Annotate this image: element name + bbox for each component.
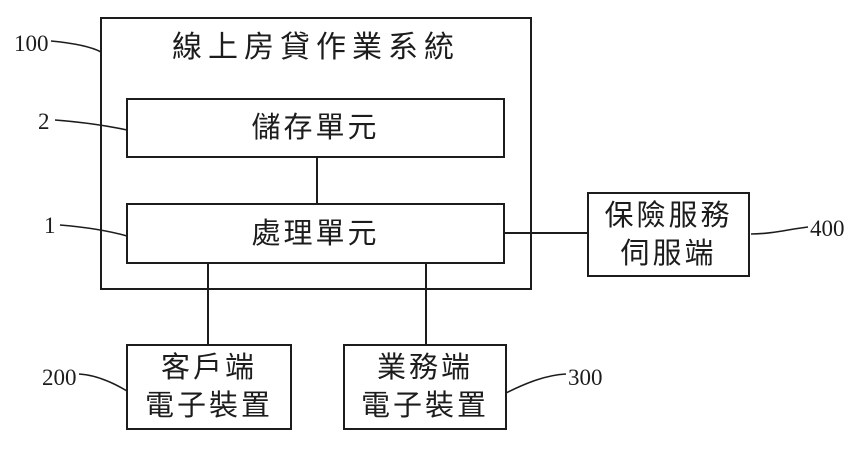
processing-unit-box: 處理單元 xyxy=(126,203,505,264)
storage-unit-label: 儲存單元 xyxy=(251,112,380,144)
business-device-label-line1: 業務端 xyxy=(376,352,473,384)
processing-unit-label: 處理單元 xyxy=(251,217,380,250)
storage-unit-box: 儲存單元 xyxy=(126,98,505,158)
online-mortgage-system-box: 線上房貸作業系統 xyxy=(100,17,532,290)
leader-line-1 xyxy=(59,224,128,237)
leader-line-400 xyxy=(750,226,809,235)
leader-line-300 xyxy=(505,373,567,394)
client-device-label-line1: 客戶端 xyxy=(160,352,257,384)
ref-label-1: 1 xyxy=(44,213,56,238)
ref-label-2: 2 xyxy=(38,109,50,134)
client-device-box: 客戶端 電子裝置 xyxy=(126,344,292,430)
ref-label-300: 300 xyxy=(568,365,603,390)
business-device-box: 業務端 電子裝置 xyxy=(343,344,507,430)
ref-label-100: 100 xyxy=(14,31,49,56)
online-mortgage-system-label: 線上房貸作業系統 xyxy=(172,31,460,64)
insurance-server-label-line1: 保險服務 xyxy=(604,199,733,232)
business-device-label-line2: 電子裝置 xyxy=(360,390,489,422)
leader-line-200 xyxy=(78,373,128,392)
ref-label-200: 200 xyxy=(42,365,77,390)
leader-line-100 xyxy=(50,40,102,53)
leader-line-2 xyxy=(54,119,128,131)
insurance-server-label-line2: 伺服端 xyxy=(620,237,717,270)
ref-label-400: 400 xyxy=(810,216,845,241)
client-device-label-line2: 電子裝置 xyxy=(144,390,273,422)
insurance-server-box: 保險服務 伺服端 xyxy=(587,192,750,277)
